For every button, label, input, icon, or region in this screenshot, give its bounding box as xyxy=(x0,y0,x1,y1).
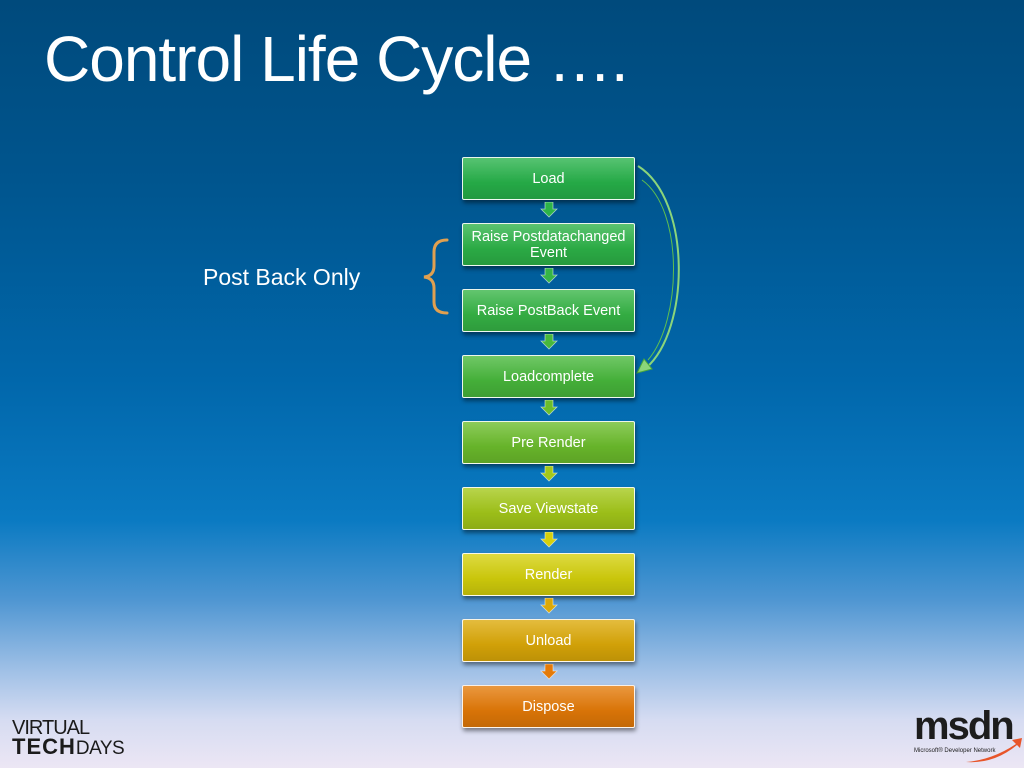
flow-arrow-down-icon xyxy=(540,202,558,218)
loop-arrow-inner xyxy=(641,179,674,361)
flow-arrow-down-icon xyxy=(540,532,558,548)
flow-step: Unload xyxy=(462,619,635,662)
flow-arrow-down-icon xyxy=(540,598,558,614)
flow-arrow-down-icon xyxy=(540,664,558,680)
loop-arrow xyxy=(637,165,680,369)
flow-step: Load xyxy=(462,157,635,200)
flow-step: Raise Postdatachanged Event xyxy=(462,223,635,266)
logo-line-techdays: TECHDAYS xyxy=(12,734,125,759)
logo-tech: TECH xyxy=(12,734,76,759)
slide-title: Control Life Cycle …. xyxy=(44,23,629,95)
flow-arrow-down-icon xyxy=(540,466,558,482)
virtual-techdays-logo: VIRTUAL TECHDAYS xyxy=(12,717,125,759)
flow-arrow-down-icon xyxy=(540,400,558,416)
flow-step: Loadcomplete xyxy=(462,355,635,398)
msdn-swoosh-icon xyxy=(966,738,1022,763)
flow-arrow-down-icon xyxy=(540,334,558,350)
flow-arrow-down-icon xyxy=(540,268,558,284)
flow-step: Render xyxy=(462,553,635,596)
flow-step: Save Viewstate xyxy=(462,487,635,530)
msdn-subtitle: Microsoft® Developer Network xyxy=(914,748,996,754)
loop-arrowhead xyxy=(636,358,653,374)
logo-line-virtual: VIRTUAL xyxy=(12,717,90,739)
flow-step: Dispose xyxy=(462,685,635,728)
flow-step: Raise PostBack Event xyxy=(462,289,635,332)
post-back-only-label: Post Back Only xyxy=(203,264,361,290)
flow-step: Pre Render xyxy=(462,421,635,464)
post-back-bracket xyxy=(423,238,449,315)
logo-days: DAYS xyxy=(75,738,125,759)
msdn-wordmark: msdn xyxy=(914,704,1015,748)
msdn-logo: msdn Microsoft® Developer Network xyxy=(914,704,1022,763)
